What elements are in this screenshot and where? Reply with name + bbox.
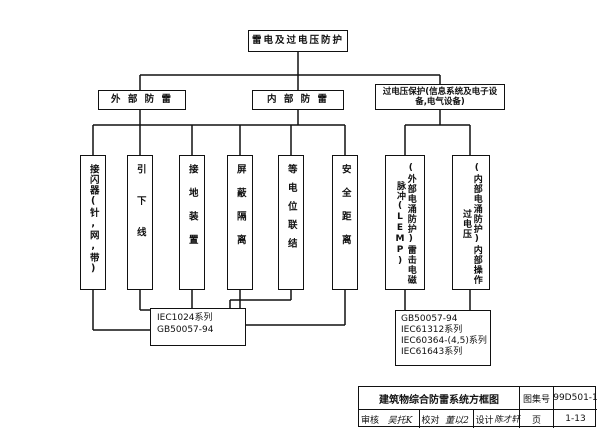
grounding-label: 接地装置 (186, 164, 198, 258)
standard-left-item: GB50057-94 (157, 325, 214, 335)
design-signature: 陈才轩 (494, 409, 520, 428)
lemp-protection-label: (外部电涌防护)雷击电磁脉冲(LEMP) (395, 163, 416, 285)
standards-left-box: IEC1024系列 GB50057-94 (150, 308, 246, 346)
safe-distance-label: 安全距离 (339, 164, 351, 258)
title-block: 建筑物综合防雷系统方框图 图集号 99D501-1 审核 吴托K 校对 董以2 … (358, 386, 598, 428)
equipotential-label: 等电位联结 (285, 164, 297, 257)
safe-distance-box: 安全距离 (332, 155, 358, 290)
internal-surge-label: (内部电涌防护)内部操作过电压 (461, 163, 482, 285)
air-terminal-box: 接闪器(针,网,带) (80, 155, 106, 290)
standard-right-item: IEC60364-(4,5)系列 (401, 336, 487, 346)
internal-surge-box: (内部电涌防护)内部操作过电压 (452, 155, 490, 290)
down-conductor-box: 引下线 (127, 155, 153, 290)
shielding-label: 屏蔽隔离 (234, 164, 246, 258)
standard-left-item: IEC1024系列 (157, 313, 213, 323)
internal-protection-box: 内 部 防 雷 (252, 90, 344, 110)
standard-right-item: GB50057-94 (401, 314, 458, 324)
root-label: 雷电及过电压防护 (251, 35, 344, 47)
standard-right-item: IEC61643系列 (401, 347, 463, 357)
shielding-box: 屏蔽隔离 (227, 155, 253, 290)
drawing-title: 建筑物综合防雷系统方框图 (379, 394, 499, 406)
root-box: 雷电及过电压防护 (248, 30, 348, 52)
page-label: 页 (519, 409, 553, 428)
grounding-box: 接地装置 (179, 155, 205, 290)
overvoltage-protection-label: 过电压保护(信息系统及电子设备,电气设备) (382, 86, 498, 107)
external-protection-label: 外 部 防 雷 (111, 94, 173, 106)
review-signature: 吴托K (381, 409, 419, 428)
design-label: 设计 (473, 409, 495, 428)
check-label: 校对 (419, 409, 441, 428)
air-terminal-label: 接闪器(针,网,带) (87, 164, 99, 275)
review-label: 审核 (359, 409, 381, 428)
lemp-protection-box: (外部电涌防护)雷击电磁脉冲(LEMP) (385, 155, 425, 290)
external-protection-box: 外 部 防 雷 (98, 90, 186, 110)
down-conductor-label: 引下线 (134, 164, 146, 259)
overvoltage-protection-box: 过电压保护(信息系统及电子设备,电气设备) (375, 84, 505, 110)
atlas-number: 99D501-1 (553, 387, 598, 409)
internal-protection-label: 内 部 防 雷 (267, 94, 329, 106)
standards-right-box: GB50057-94 IEC61312系列 IEC60364-(4,5)系列 I… (395, 310, 491, 366)
check-signature: 董以2 (441, 409, 473, 428)
equipotential-box: 等电位联结 (278, 155, 304, 290)
page-number: 1-13 (553, 409, 597, 428)
atlas-number-label: 图集号 (519, 387, 553, 409)
standard-right-item: IEC61312系列 (401, 325, 463, 335)
